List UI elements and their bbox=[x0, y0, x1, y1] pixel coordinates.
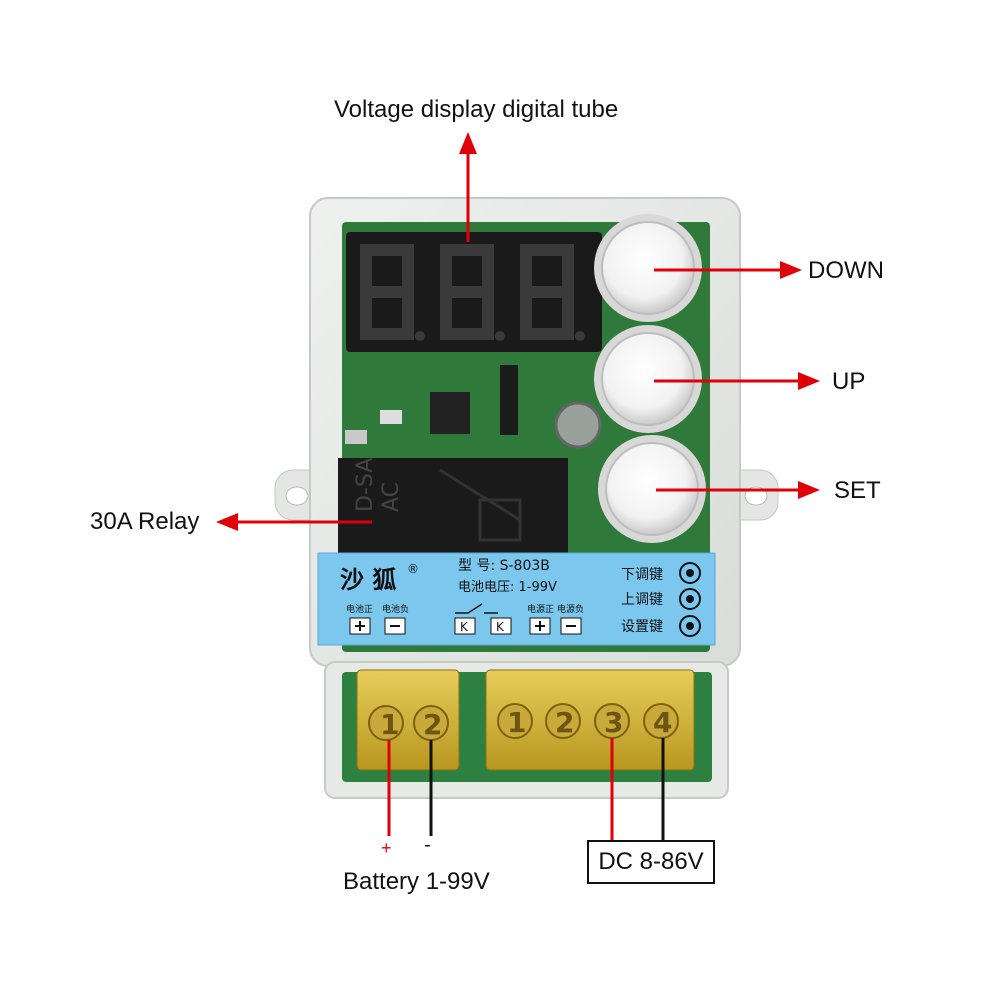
k1-text: K bbox=[460, 620, 469, 634]
set-callout-arrow bbox=[656, 481, 820, 499]
down-callout-arrow bbox=[654, 261, 802, 279]
terminal-right-4: 4 bbox=[653, 706, 672, 739]
pwr-neg-text: 电源负 bbox=[557, 603, 584, 615]
terminal-left-2: 2 bbox=[423, 708, 442, 741]
bat-neg-text: 电池负 bbox=[382, 603, 409, 615]
battery-plus-label: + bbox=[381, 838, 392, 858]
k2-text: K bbox=[496, 620, 505, 634]
dc-supply-label: DC 8-86V bbox=[587, 840, 715, 884]
digit-2 bbox=[440, 244, 494, 340]
ic-chip bbox=[430, 392, 470, 434]
relay-callout-label: 30A Relay bbox=[90, 508, 200, 535]
capacitor bbox=[554, 401, 602, 449]
battery-voltage-text: 电池电压: 1-99V bbox=[458, 580, 557, 595]
terminal-block-power: 1 2 3 4 bbox=[485, 669, 695, 771]
battery-callout-label: Battery 1-99V bbox=[343, 868, 490, 895]
pwr-pos-text: 电源正 bbox=[527, 603, 554, 615]
terminal-left-1: 1 bbox=[380, 708, 399, 741]
brand-text: 沙 狐 bbox=[340, 566, 396, 594]
terminal-block-battery: 1 2 bbox=[356, 669, 460, 771]
up-callout-label: UP bbox=[832, 368, 866, 395]
bat-pos-text: 电池正 bbox=[346, 603, 373, 615]
terminal-right-1: 1 bbox=[507, 706, 526, 739]
key-up-text: 上调键 bbox=[621, 592, 663, 608]
digit-1 bbox=[360, 244, 414, 340]
down-callout-label: DOWN bbox=[808, 257, 884, 284]
terminal-right-2: 2 bbox=[555, 706, 574, 739]
up-button[interactable] bbox=[594, 325, 702, 433]
voltage-display bbox=[346, 232, 602, 352]
set-callout-label: SET bbox=[834, 477, 881, 504]
key-down-text: 下调键 bbox=[621, 567, 663, 583]
display-callout-arrow bbox=[459, 132, 477, 242]
model-text: 型 号: S-803B bbox=[458, 558, 550, 574]
relay: D-SA AC bbox=[338, 458, 568, 558]
key-set-text: 设置键 bbox=[621, 619, 663, 635]
set-button[interactable] bbox=[598, 435, 706, 543]
svg-text:D-SA: D-SA bbox=[353, 458, 378, 512]
up-callout-arrow bbox=[654, 372, 820, 390]
battery-minus-label: - bbox=[424, 834, 431, 856]
digit-3 bbox=[520, 244, 574, 340]
label-panel: 沙 狐 ® 型 号: S-803B 电池电压: 1-99V 下调键 上调键 设置… bbox=[317, 552, 716, 646]
svg-text:AC: AC bbox=[379, 482, 404, 512]
relay-callout-arrow bbox=[216, 513, 372, 531]
display-callout-label: Voltage display digital tube bbox=[334, 96, 619, 123]
terminal-right-3: 3 bbox=[604, 706, 623, 739]
registered-mark: ® bbox=[407, 562, 419, 576]
down-button[interactable] bbox=[594, 214, 702, 322]
